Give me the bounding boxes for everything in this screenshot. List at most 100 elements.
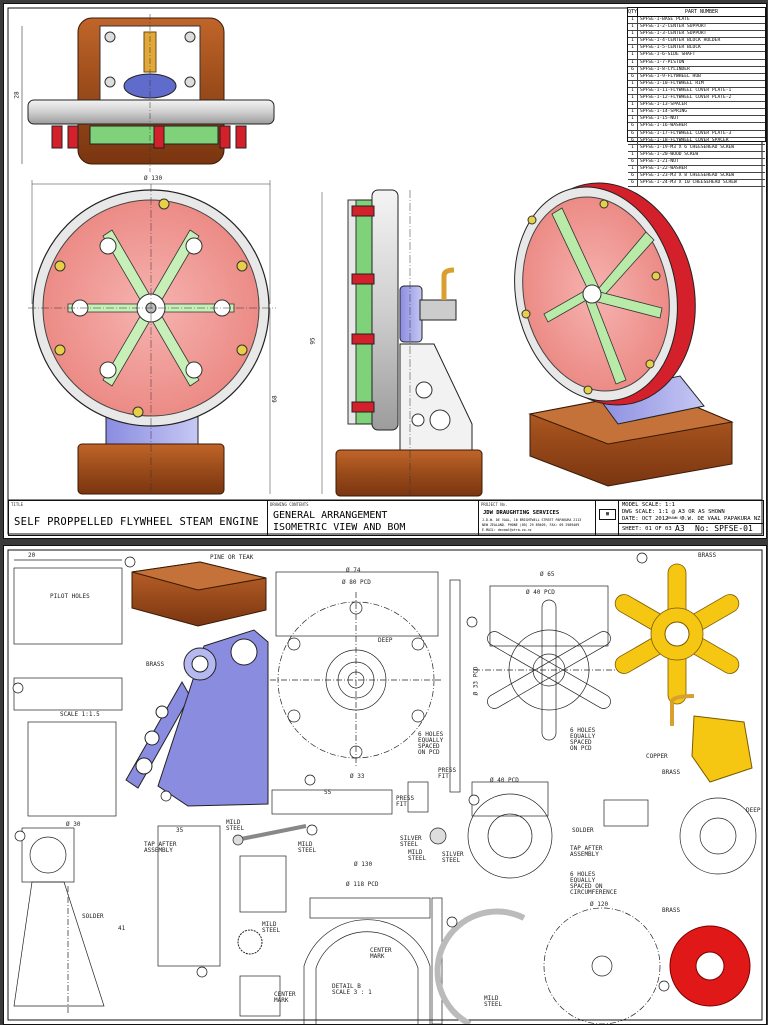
- sheet-size: A3: [675, 524, 685, 533]
- bom-part-number: SPFSE-1-21-NUT: [640, 158, 679, 164]
- pcd-33-label: Ø 33 PCD: [472, 666, 480, 696]
- dia-30-label: Ø 30: [66, 821, 81, 828]
- center-mark-label-1: CENTER MARK: [370, 947, 392, 960]
- dia-118pcd-label: Ø 118 PCD: [346, 881, 379, 888]
- tap-label-1: TAP AFTER ASSEMBLY: [144, 841, 177, 854]
- dim-35-label: 35: [176, 827, 184, 834]
- silver-steel-label-1: SILVER STEEL: [400, 835, 422, 848]
- company-name: JDW DRAUGHTING SERVICES: [483, 510, 560, 516]
- title-block: TITLE SELF PROPPELLED FLYWHEEL STEAM ENG…: [8, 500, 764, 536]
- drawn-date: DATE: OCT 2012: [622, 516, 669, 522]
- bom-qty: 1: [628, 144, 638, 151]
- bom-part-number: SPFSE-1-24-M3 X 10 CHEESEHEAD SCREW: [640, 180, 737, 186]
- brass-label-1: BRASS: [146, 661, 165, 668]
- center-support-isometric: [125, 629, 269, 807]
- bom-qty: 6: [628, 180, 638, 187]
- bom-qty: 1: [628, 116, 638, 123]
- project-label: PROJECT No.: [481, 502, 508, 507]
- title-cell: TITLE SELF PROPPELLED FLYWHEEL STEAM ENG…: [9, 501, 268, 535]
- dia-120-label: Ø 120: [590, 901, 609, 908]
- pine-label: PINE OR TEAK: [210, 554, 254, 561]
- project-cell: PROJECT No. JDW DRAUGHTING SERVICES J.D.…: [479, 501, 596, 535]
- item-balloons: [12, 552, 670, 992]
- detail-b-label: DETAIL B SCALE 3 : 1: [332, 983, 372, 996]
- contents-line-2: ISOMETRIC VIEW AND BOM: [273, 522, 406, 533]
- drawing-title: SELF PROPPELLED FLYWHEEL STEAM ENGINE: [14, 516, 259, 528]
- address-line-2: NEW ZEALAND. PHONE (09) 29 89409, FAX: 0…: [482, 523, 580, 527]
- center-mark-label-2: CENTER MARK: [274, 991, 296, 1004]
- flywheel-rim-detail: [303, 897, 661, 1024]
- holes-note-3: 6 HOLES EQUALLY SPACED ON CIRCUMFERENCE: [570, 871, 617, 896]
- bom-part-number: SPFSE-1-20-WOOD SCREW: [640, 151, 699, 157]
- holes-note-2: 6 HOLES EQUALLY SPACED ON PCD: [570, 727, 596, 752]
- deep-label-2: DEEP: [746, 807, 761, 814]
- contents-line-1: GENERAL ARRANGEMENT: [273, 510, 388, 521]
- title-label: TITLE: [11, 502, 24, 507]
- bom-part-number: SPFSE-1-16-WASHER: [640, 123, 688, 129]
- mild-steel-label-5: MILD STEEL: [484, 995, 503, 1008]
- mild-steel-label-1: MILD STEEL: [226, 819, 245, 832]
- sheet-number: SHEET: 01 OF 03: [622, 526, 672, 532]
- contents-label: DRAWING CONTENTS: [270, 502, 309, 507]
- drawing-sheet-2: PINE OR TEAK PILOT HOLES BRASS BRASS BRA…: [3, 545, 767, 1025]
- deep-label-1: DEEP: [378, 637, 393, 644]
- bom-qty: 1: [628, 31, 638, 38]
- bom-part-number: SPFSE-1-9-FLYWHEEL HUB: [640, 73, 701, 79]
- bom-part-number: SPFSE-1-14-SPRING: [640, 109, 688, 115]
- bom-part-number: SPFSE-1-3-CENTER SUPPORT: [640, 31, 707, 37]
- bom-part-number: SPFSE-1-23-M3 X 8 CHEESEHEAD SCREW: [640, 173, 735, 179]
- dim-41-label: 41: [118, 925, 126, 932]
- pcd-40-label: Ø 40 PCD: [526, 589, 555, 596]
- bom-part-number: SPFSE-1-19-M3 X 6 CHEESEHEAD SCREW: [640, 144, 735, 150]
- bom-qty: 1: [628, 87, 638, 95]
- bom-qty: 1: [628, 24, 638, 31]
- bom-qty: 1: [628, 52, 638, 59]
- bom-qty: 1: [628, 38, 638, 45]
- solder-label-2: SOLDER: [572, 827, 594, 834]
- mid-row-details: [157, 781, 757, 1017]
- bom-qty: 1: [628, 151, 638, 158]
- dia-65-label: Ø 65: [540, 571, 555, 578]
- press-fit-label-1: PRESS FIT: [438, 767, 457, 780]
- pcd-80-label: Ø 80 PCD: [342, 579, 371, 586]
- side-height-dim: 95: [309, 337, 317, 345]
- flywheel-hub-detail: [270, 571, 442, 768]
- small-gear: [237, 929, 263, 955]
- tap-label-2: TAP AFTER ASSEMBLY: [570, 845, 603, 858]
- bom-qty: 1: [628, 165, 638, 173]
- bom-part-number: SPFSE-1-22-WASHER: [640, 165, 688, 171]
- top-height-dim: 28: [13, 91, 21, 99]
- bom-part-number: SPFSE-1-11-FLYWHEEL COVER PLATE-1: [640, 87, 732, 93]
- bom-qty: 6: [628, 173, 638, 180]
- bom-part-number: SPFSE-1-10-FLYWHEEL RIM: [640, 80, 704, 86]
- bom-part-number: SPFSE-1-18-FLYWHEEL COVER SPACER: [640, 137, 729, 143]
- bom-qty: 6: [628, 73, 638, 80]
- logo-cell: ▦: [596, 501, 619, 535]
- brass-label-4: BRASS: [662, 907, 681, 914]
- front-width-dim: Ø 130: [144, 175, 163, 182]
- contents-cell: DRAWING CONTENTS GENERAL ARRANGEMENT ISO…: [268, 501, 479, 535]
- bom-qty: 1: [628, 17, 638, 24]
- solder-label-1: SOLDER: [82, 913, 104, 920]
- dia-33-label: Ø 33: [350, 773, 365, 780]
- dim-20-label: 20: [28, 552, 36, 559]
- drawer-name: J.W. DE VAAL PAPAKURA NZ: [681, 516, 761, 522]
- bom-part-number: SPFSE-1-2-CENTER SUPPORT: [640, 24, 707, 30]
- dia-74-label: Ø 74: [346, 567, 361, 574]
- brass-label-3: BRASS: [662, 769, 681, 776]
- top-view: [21, 14, 275, 172]
- bom-qty-header: QTY: [628, 8, 638, 16]
